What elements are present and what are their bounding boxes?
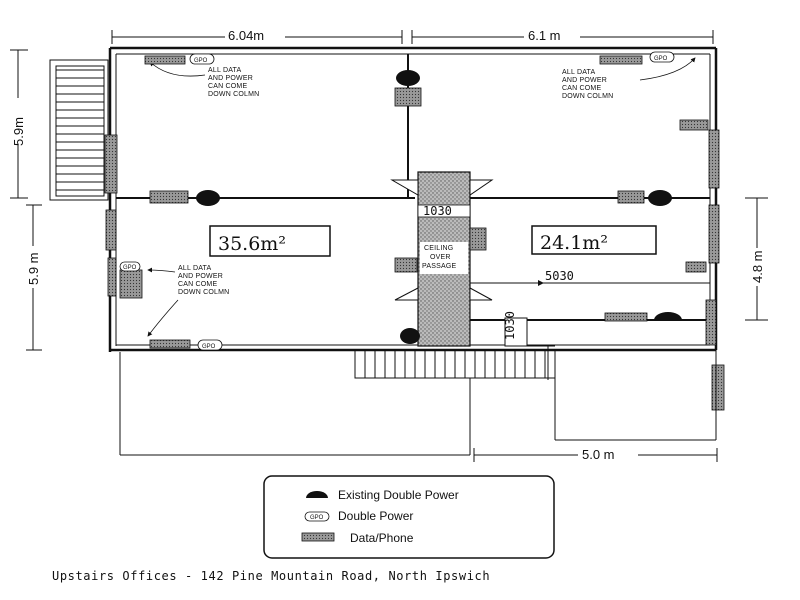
door-label-small: 1030 (503, 311, 517, 340)
legend: Existing Double Power GPO Double Power D… (263, 475, 555, 559)
double-power-gpo-symbols: GPO GPO GPO GPO (119, 51, 675, 351)
svg-text:CAN COME: CAN COME (208, 83, 247, 90)
dimension-top-right: 6.1 m (528, 28, 561, 43)
window-blocks (104, 119, 725, 411)
svg-text:CAN COME: CAN COME (178, 281, 217, 288)
svg-text:DOWN COLMN: DOWN COLMN (208, 91, 259, 98)
area-right: 24.1m² (540, 232, 608, 254)
svg-text:AND POWER: AND POWER (562, 77, 607, 84)
dimension-bottom: 5.0 m (582, 447, 615, 462)
svg-text:GPO: GPO (310, 515, 324, 521)
svg-text:GPO: GPO (123, 265, 137, 271)
data-power-note-top-left: ALL DATA AND POWER CAN COME DOWN COLMN (149, 61, 259, 98)
door-label-central: 1030 (423, 204, 452, 218)
existing-double-power-symbols (196, 70, 682, 344)
existing-double-power-icon (306, 491, 328, 498)
area-box-right (531, 225, 657, 255)
data-power-note-left-room: ALL DATA AND POWER CAN COME DOWN COLMN (147, 265, 229, 337)
area-left: 35.6m² (218, 233, 286, 255)
svg-text:DOWN COLMN: DOWN COLMN (562, 93, 613, 100)
area-box-left (209, 225, 331, 257)
svg-text:GPO: GPO (194, 58, 208, 64)
svg-text:GPO: GPO (654, 56, 668, 62)
data-phone-icon (301, 532, 335, 542)
plan-caption: Upstairs Offices - 142 Pine Mountain Roa… (52, 569, 491, 583)
svg-text:DOWN COLMN: DOWN COLMN (178, 289, 229, 296)
data-power-note-top-right: ALL DATA AND POWER CAN COME DOWN COLMN (562, 57, 696, 100)
svg-text:GPO: GPO (202, 344, 216, 350)
door-label-right-room: 5030 (545, 269, 574, 283)
ceiling-label-1: CEILING (424, 245, 453, 252)
double-power-icon (304, 511, 330, 522)
data-phone-symbols (119, 55, 648, 349)
dimension-top-left: 6.04m (228, 28, 264, 43)
ceiling-label-3: PASSAGE (422, 263, 456, 270)
dimension-left-lower: 5.9 m (26, 252, 41, 285)
legend-data-phone: Data/Phone (350, 531, 414, 545)
lower-stairs (119, 349, 717, 456)
svg-text:ALL DATA: ALL DATA (208, 67, 242, 74)
svg-text:AND POWER: AND POWER (208, 75, 253, 82)
legend-existing-double-power: Existing Double Power (338, 488, 459, 502)
legend-double-power: Double Power (338, 509, 413, 523)
svg-text:ALL DATA: ALL DATA (562, 69, 596, 76)
dimension-right: 4.8 m (750, 250, 765, 283)
svg-text:ALL DATA: ALL DATA (178, 265, 212, 272)
svg-text:AND POWER: AND POWER (178, 273, 223, 280)
door-swings (390, 179, 494, 301)
dimension-left-upper: 5.9m (11, 117, 26, 146)
ceiling-label-2: OVER (430, 254, 451, 261)
svg-text:CAN COME: CAN COME (562, 85, 601, 92)
staircase (49, 59, 109, 201)
